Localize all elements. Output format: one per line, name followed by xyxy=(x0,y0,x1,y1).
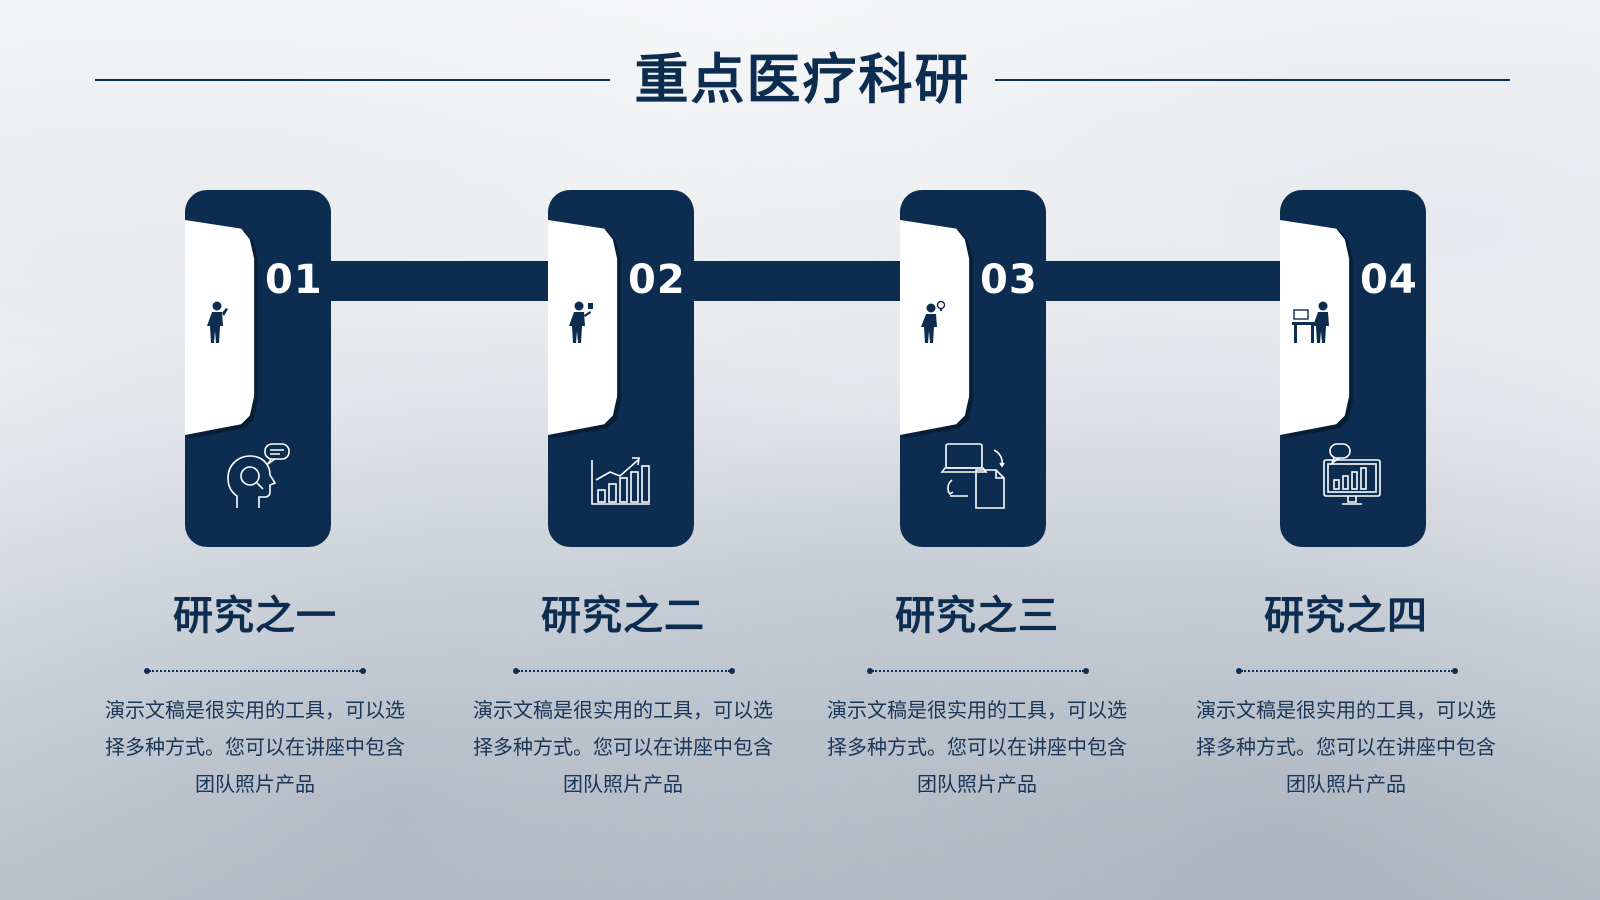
step-number: 03 xyxy=(980,257,1038,303)
step-number: 01 xyxy=(265,257,323,303)
monitor-chart-icon xyxy=(1323,443,1381,505)
step-number: 04 xyxy=(1360,257,1418,303)
title-divider-right xyxy=(995,79,1510,81)
growth-chart-icon xyxy=(591,457,650,505)
step-card-4: 04 xyxy=(1280,190,1426,547)
step-heading-3: 研究之三 xyxy=(895,593,1059,639)
step-card-3: 03 xyxy=(900,190,1046,547)
title-bar: 重点医疗科研 xyxy=(0,40,1600,120)
step-number: 02 xyxy=(628,257,686,303)
step-card-1: 01 xyxy=(185,190,331,547)
step-panel xyxy=(900,220,970,435)
step-description-1: 演示文稿是很实用的工具，可以选择多种方式。您可以在讲座中包含团队照片产品 xyxy=(105,698,405,796)
dotted-divider-3 xyxy=(867,668,1089,674)
timeline-connector-2-3 xyxy=(686,261,902,301)
step-description-3: 演示文稿是很实用的工具，可以选择多种方式。您可以在讲座中包含团队照片产品 xyxy=(827,698,1127,796)
dotted-divider-1 xyxy=(144,668,366,674)
laptop-document-transfer-icon xyxy=(940,443,1005,509)
person-thinking-icon xyxy=(207,301,228,343)
step-heading-2: 研究之二 xyxy=(541,593,705,639)
person-idea-icon xyxy=(921,300,946,343)
step-heading-1: 研究之一 xyxy=(173,593,337,639)
dotted-divider-4 xyxy=(1236,668,1458,674)
person-presenting-icon xyxy=(569,301,593,343)
dotted-divider-2 xyxy=(513,668,735,674)
step-card-2: 02 xyxy=(548,190,694,547)
timeline-connector-3-4 xyxy=(1040,261,1282,301)
step-description-2: 演示文稿是很实用的工具，可以选择多种方式。您可以在讲座中包含团队照片产品 xyxy=(473,698,773,796)
step-heading-4: 研究之四 xyxy=(1264,593,1428,639)
timeline-connector-1-2 xyxy=(320,261,552,301)
step-panel xyxy=(548,220,618,435)
page-title: 重点医疗科研 xyxy=(634,48,971,111)
title-divider-left xyxy=(95,79,610,81)
head-speech-bubble-icon xyxy=(227,443,290,508)
person-at-desk-icon xyxy=(1292,301,1329,343)
step-panel xyxy=(1280,220,1350,435)
step-description-4: 演示文稿是很实用的工具，可以选择多种方式。您可以在讲座中包含团队照片产品 xyxy=(1196,698,1496,796)
